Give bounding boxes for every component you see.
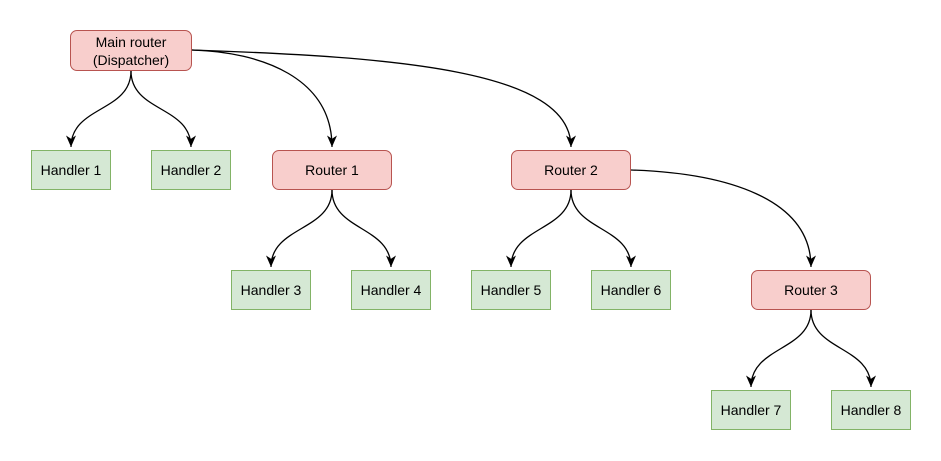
edge-main-router-to-handler-1 [66, 70, 132, 148]
node-handler-8: Handler 8 [831, 390, 911, 430]
node-label: Router 1 [305, 162, 359, 178]
node-handler-7: Handler 7 [711, 390, 791, 430]
node-label: Main router (Dispatcher) [92, 33, 170, 68]
node-router-1: Router 1 [272, 150, 392, 190]
node-router-2: Router 2 [511, 150, 631, 190]
edge-router-2-to-handler-5 [506, 189, 572, 268]
node-router-3: Router 3 [751, 270, 871, 310]
edge-router-2-to-router-3 [630, 169, 816, 268]
edge-router-3-to-handler-8 [810, 309, 876, 388]
node-handler-5: Handler 5 [471, 270, 551, 310]
edge-router-1-to-handler-3 [266, 189, 333, 268]
node-label: Router 3 [784, 282, 838, 298]
node-label: Router 2 [544, 162, 598, 178]
node-label: Handler 7 [720, 402, 782, 418]
node-handler-3: Handler 3 [231, 270, 311, 310]
edge-main-router-to-router-1 [191, 49, 337, 148]
edge-router-3-to-handler-7 [746, 309, 812, 388]
node-label: Handler 3 [240, 282, 302, 298]
node-label: Handler 6 [600, 282, 662, 298]
node-handler-2: Handler 2 [151, 150, 231, 190]
node-label: Handler 2 [160, 162, 222, 178]
node-handler-1: Handler 1 [31, 150, 111, 190]
edge-router-2-to-handler-6 [570, 189, 636, 268]
node-label: Handler 5 [480, 282, 542, 298]
edge-main-router-to-router-2 [191, 49, 576, 148]
node-main-router: Main router (Dispatcher) [70, 30, 192, 71]
node-label: Handler 4 [360, 282, 422, 298]
node-label: Handler 1 [40, 162, 102, 178]
node-handler-6: Handler 6 [591, 270, 671, 310]
edge-router-1-to-handler-4 [331, 189, 396, 268]
node-handler-4: Handler 4 [351, 270, 431, 310]
node-label: Handler 8 [840, 402, 902, 418]
edge-main-router-to-handler-2 [130, 70, 196, 148]
